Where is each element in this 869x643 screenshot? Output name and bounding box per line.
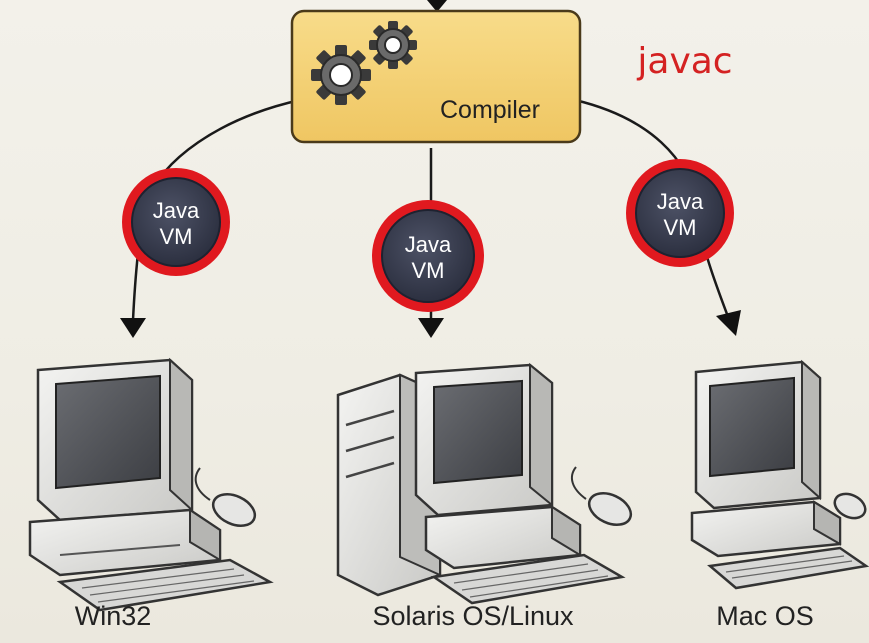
vm-center-line2: VM	[412, 258, 445, 283]
vm-right-line2: VM	[664, 215, 697, 240]
compiler-box: Compiler	[290, 9, 582, 144]
mac-desktop-computer-icon	[690, 359, 869, 590]
arrow-head-left	[120, 318, 146, 338]
platform-label-win32: Win32	[75, 601, 152, 631]
platform-label-macos: Mac OS	[716, 601, 814, 631]
arrow-heads	[120, 310, 741, 338]
arrow-head-right	[716, 310, 741, 336]
tower-computer-icon	[336, 362, 633, 605]
javac-annotation: javac	[636, 41, 732, 82]
java-vm-badge-right: Java VM	[626, 159, 734, 267]
gears-icon	[311, 21, 417, 105]
desktop-computer-icon	[28, 357, 274, 612]
compiler-label: Compiler	[440, 96, 540, 124]
vm-left-line1: Java	[153, 198, 200, 223]
vm-right-line1: Java	[657, 189, 704, 214]
vm-left-line2: VM	[160, 224, 193, 249]
platform-label-solaris: Solaris OS/Linux	[372, 601, 574, 631]
arrow-head-center	[418, 318, 444, 338]
java-vm-badge-center: Java VM	[372, 200, 484, 312]
java-vm-badge-left: Java VM	[122, 168, 230, 276]
incoming-arrow	[427, 0, 447, 12]
vm-center-line1: Java	[405, 232, 452, 257]
